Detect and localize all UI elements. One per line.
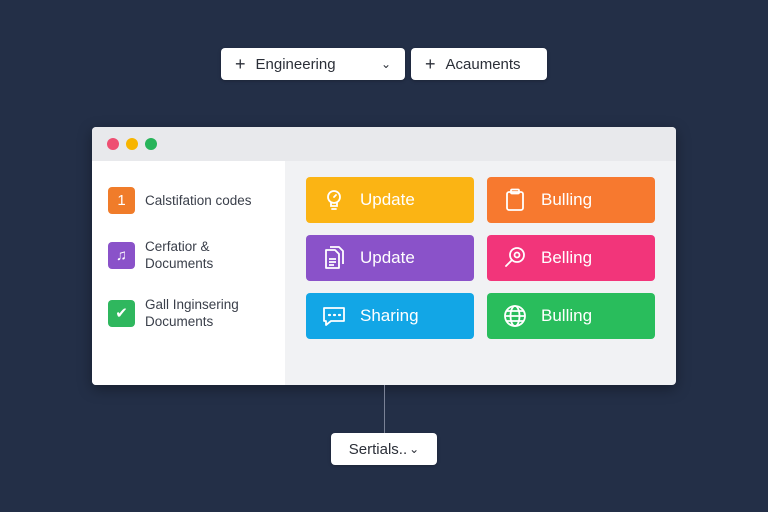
close-window-button[interactable] [107, 138, 119, 150]
bulling-tile[interactable]: Bulling [487, 177, 655, 223]
top-button-group: + Engineering ⌄ + Acauments [221, 48, 547, 80]
engineering-dropdown-button[interactable]: + Engineering ⌄ [221, 48, 405, 80]
sidebar: 1 Calstifation codes ♫ Cerfatior & Docum… [92, 161, 285, 385]
sidebar-item-label: Calstifation codes [145, 193, 252, 208]
sertials-label: Sertials.. [348, 440, 408, 458]
tile-label: Update [360, 190, 415, 209]
action-tile-grid: Update Bulling Update [285, 161, 676, 385]
tile-label: Update [360, 248, 415, 267]
acauments-label: Acauments [445, 55, 521, 73]
tile-label: Belling [541, 248, 593, 267]
sertials-dropdown-button[interactable]: Sertials.. ⌄ [331, 433, 437, 465]
tile-label: Sharing [360, 306, 419, 325]
sidebar-item-cerfatior-documents[interactable]: ♫ Cerfatior & Documents [108, 238, 285, 272]
plus-icon: + [425, 54, 436, 74]
lightbulb-icon [320, 186, 348, 214]
plus-icon: + [235, 54, 246, 74]
sidebar-item-label: Gall Inginsering Documents [145, 297, 239, 329]
chevron-down-icon: ⌄ [380, 57, 391, 71]
music-note-icon: ♫ [108, 241, 135, 269]
number-one-icon: 1 [108, 187, 135, 214]
chevron-down-icon: ⌄ [409, 442, 420, 456]
app-window: 1 Calstifation codes ♫ Cerfatior & Docum… [92, 127, 676, 385]
chat-icon [320, 302, 348, 330]
engineering-label: Engineering [255, 55, 336, 73]
acauments-button[interactable]: + Acauments [411, 48, 547, 80]
bulling-globe-tile[interactable]: Bulling [487, 293, 655, 339]
minimize-window-button[interactable] [126, 138, 138, 150]
globe-icon [501, 302, 529, 330]
search-icon [501, 244, 529, 272]
connector-line [384, 385, 385, 433]
sharing-tile[interactable]: Sharing [306, 293, 474, 339]
tile-label: Bulling [541, 190, 593, 209]
belling-tile[interactable]: Belling [487, 235, 655, 281]
sidebar-item-classification-codes[interactable]: 1 Calstifation codes [108, 187, 285, 214]
sidebar-item-engineering-documents[interactable]: ✔ Gall Inginsering Documents [108, 296, 285, 330]
maximize-window-button[interactable] [145, 138, 157, 150]
document-icon [320, 244, 348, 272]
update-document-tile[interactable]: Update [306, 235, 474, 281]
update-tile[interactable]: Update [306, 177, 474, 223]
clipboard-icon [501, 186, 529, 214]
sidebar-item-label: Cerfatior & Documents [145, 239, 214, 271]
check-icon: ✔ [108, 299, 135, 327]
window-titlebar [92, 127, 676, 161]
tile-label: Bulling [541, 306, 593, 325]
